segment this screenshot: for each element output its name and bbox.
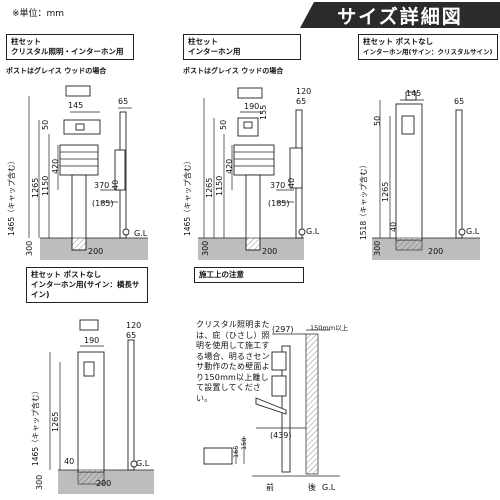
panel3-title-line2: インターホン用(サイン：クリスタルサイン) xyxy=(363,48,493,56)
panel3-title-line1: 柱セット ポストなし xyxy=(363,37,434,46)
panel4-dim-300: 300 xyxy=(35,475,44,490)
panel5-dim-150: 150 xyxy=(240,438,248,450)
panel2-dim-1265: 1265 xyxy=(205,178,214,198)
panel1-title-line2: クリスタル照明・インターホン用 xyxy=(11,47,124,56)
panel4-dim-1465: 1465（キャップ含む） xyxy=(30,387,40,466)
panel3-dim-1265: 1265 xyxy=(381,182,390,202)
panel2-gl: G.L xyxy=(306,227,320,236)
panel5-wall xyxy=(305,333,319,475)
panel5-gl: G.L xyxy=(322,483,336,492)
panel1-dim-1265: 1265 xyxy=(31,178,40,198)
panel3-intercom xyxy=(401,115,415,135)
panel4-dim-200: 200 xyxy=(96,479,111,488)
panel1-ground xyxy=(40,238,148,260)
panel4-dim-120: 120 xyxy=(126,321,141,330)
panel1-dim-1465: 1465（キャップ含む） xyxy=(6,157,16,236)
panel5-light-box xyxy=(271,351,287,371)
panel4-dim-40: 40 xyxy=(64,457,74,466)
panel1-label: 柱セット クリスタル照明・インターホン用 xyxy=(6,34,134,60)
panel2-mailbox xyxy=(233,144,275,176)
panel3-dim-145: 145 xyxy=(406,89,421,98)
panel1-gl: G.L xyxy=(134,229,148,238)
panel5-title: 施工上の注意 xyxy=(199,270,244,279)
panel3-side-pole xyxy=(455,109,463,239)
panel2-dim-155: 155 xyxy=(259,105,268,120)
panel3-ground xyxy=(372,238,480,260)
panel3-dim-65: 65 xyxy=(454,97,464,106)
title-banner: サイズ詳細図 xyxy=(300,2,500,28)
panel3-dim-300: 300 xyxy=(373,241,382,256)
panel3-dim-1518: 1518（キャップ含む） xyxy=(358,161,368,240)
panel2-dim-370: 370 xyxy=(270,181,285,190)
panel1-dim-50: 50 xyxy=(41,120,50,130)
panel2-dim-40: 40 xyxy=(287,178,296,188)
panel4-side-pole xyxy=(127,339,135,471)
panel1-mailbox xyxy=(59,144,99,176)
panel4-label: 柱セット ポストなし インターホン用(サイン：横長サイン) xyxy=(26,267,148,303)
panel1-dim-145: 145 xyxy=(68,101,83,110)
panel2-dim-65: 65 xyxy=(296,97,306,106)
panel2-title-line1: 柱セット xyxy=(188,37,218,46)
panel1-cap-icon xyxy=(65,85,91,97)
panel1-dim-420: 420 xyxy=(51,159,60,174)
construction-note: クリスタル照明または、庇（ひさし）照明を使用して施工する場合、明るさセンサ動作の… xyxy=(196,320,270,403)
panel2-dim-300: 300 xyxy=(201,241,210,256)
panel5-drawing: (297) 150mm以上 (439) 165 150 前 後 G.L xyxy=(203,323,349,492)
panel3-drawing: 145 65 50 1518（キャップ含む） 1265 40 300 200 G… xyxy=(358,89,480,260)
panel2-label: 柱セット インターホン用 xyxy=(183,34,301,60)
panel5-back: 後 xyxy=(308,482,316,492)
panel4-title-line1: 柱セット ポストなし xyxy=(31,270,102,279)
panel1-dim-300: 300 xyxy=(25,241,34,256)
panel4-cap-icon xyxy=(79,319,99,331)
panel1-dim-185: (185) xyxy=(92,199,114,208)
panel2-cap-icon xyxy=(237,87,263,99)
panel5-canopy xyxy=(255,397,287,415)
panel4-title-line2: インターホン用(サイン：横長サイン) xyxy=(31,280,140,299)
panel1-dim-1150: 1150 xyxy=(41,176,50,196)
panel3-dim-40: 40 xyxy=(389,222,398,232)
panel4-dim-1265: 1265 xyxy=(51,412,60,432)
panel1-note: ポストはグレイス ウッドの場合 xyxy=(6,67,107,75)
panel3-label: 柱セット ポストなし インターホン用(サイン：クリスタルサイン) xyxy=(358,34,498,60)
panel4-ground xyxy=(58,470,154,494)
panel4-drawing: 190 120 65 1465（キャップ含む） 1265 40 300 200 … xyxy=(30,319,154,494)
panel2-dim-1150: 1150 xyxy=(215,176,224,196)
panel5-dim-150mm: 150mm以上 xyxy=(310,323,349,332)
panel5-light-icon xyxy=(203,447,233,465)
panel2-drawing: 190 155 120 65 50 1465（キャップ含む） 1265 1150… xyxy=(182,87,320,260)
panel5-dim-165: 165 xyxy=(232,446,240,458)
panel5-dim-297: (297) xyxy=(272,325,294,334)
panel4-intercom xyxy=(83,361,95,377)
panel2-title-line2: インターホン用 xyxy=(188,47,241,56)
unit-note: ※単位：mm xyxy=(12,9,65,19)
panel3-gl: G.L xyxy=(466,227,480,236)
panel5-label: 施工上の注意 xyxy=(194,267,304,283)
panel4-gl: G.L xyxy=(136,459,150,468)
panel5-front: 前 xyxy=(266,482,274,492)
panel5-dim-439: (439) xyxy=(270,431,292,440)
panel2-dim-1465: 1465（キャップ含む） xyxy=(182,157,192,236)
panel1-dim-200: 200 xyxy=(88,247,103,256)
panel1-dim-65: 65 xyxy=(118,97,128,106)
panel1-title-line1: 柱セット xyxy=(11,37,41,46)
panel2-dim-185: (185) xyxy=(268,199,290,208)
panel1-dim-40: 40 xyxy=(111,180,120,190)
panel2-dim-420: 420 xyxy=(225,159,234,174)
panel2-dim-120: 120 xyxy=(296,87,311,96)
panel2-dim-50: 50 xyxy=(219,120,228,130)
panel2-dim-200: 200 xyxy=(262,247,277,256)
panel1-dim-370: 370 xyxy=(94,181,109,190)
panel4-dim-65: 65 xyxy=(126,331,136,340)
panel3-dim-200: 200 xyxy=(428,247,443,256)
panel4-dim-190: 190 xyxy=(84,336,99,345)
panel2-dim-190: 190 xyxy=(244,102,259,111)
panel3-dim-50: 50 xyxy=(373,116,382,126)
panel2-note: ポストはグレイス ウッドの場合 xyxy=(183,67,284,75)
panel1-drawing: 145 50 1465（キャップ含む） 1265 1150 420 370 (1… xyxy=(6,85,148,260)
